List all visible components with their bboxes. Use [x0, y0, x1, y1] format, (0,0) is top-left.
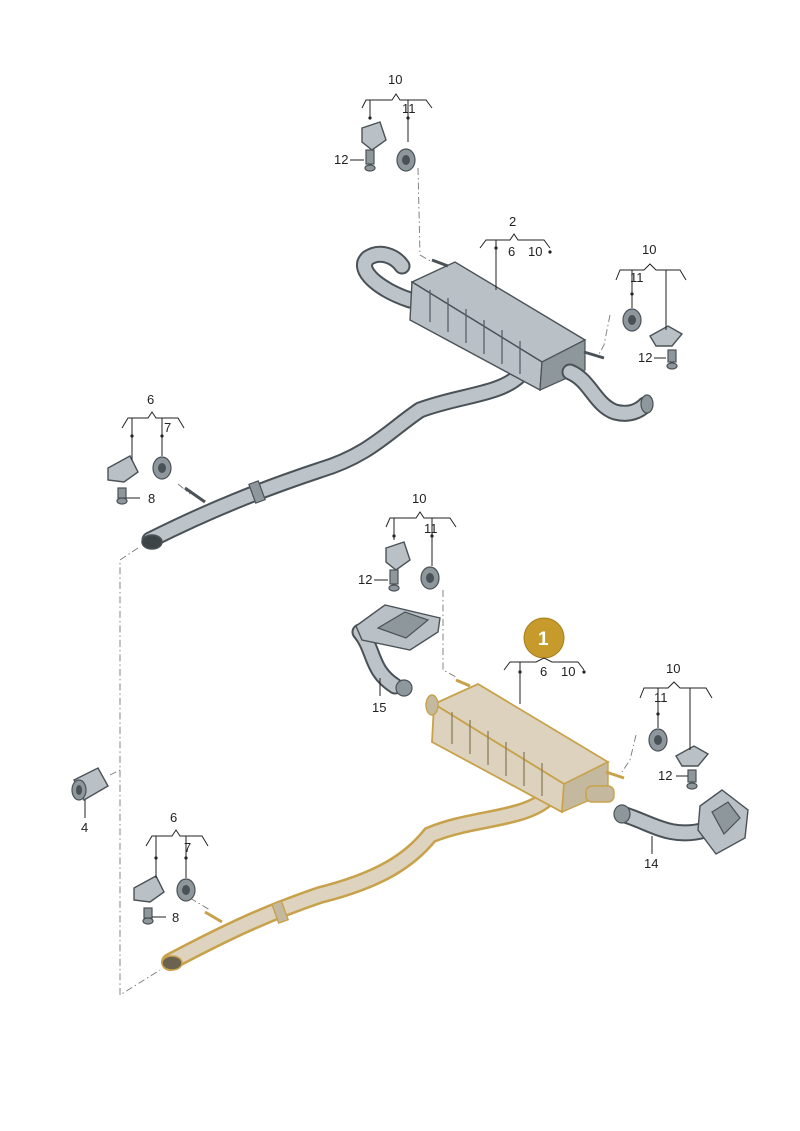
- bolt-icon: [667, 349, 677, 363]
- callout-label: 12: [334, 152, 348, 167]
- callout-bottom-muffler: 1 6 10: [503, 617, 586, 704]
- top-pipe-inlet: [141, 534, 163, 550]
- callout-label: 7: [184, 840, 191, 855]
- bottom-exhaust-assembly: [161, 678, 625, 971]
- callout-label: 8: [172, 910, 179, 925]
- callout-bottom-front-mount: 6 7 8: [145, 810, 209, 925]
- bolt-icon: [687, 769, 697, 783]
- callout-label: 2: [509, 214, 516, 229]
- dashed-guides: [109, 167, 637, 996]
- bottom-pipe-inlet: [161, 955, 183, 971]
- callout-label: 11: [630, 270, 644, 285]
- top-hanger-parts: [361, 121, 416, 172]
- bracket-icon: [675, 745, 710, 767]
- callout-label: 11: [654, 690, 668, 705]
- bolt-icon: [143, 907, 153, 919]
- bracket-icon: [133, 875, 165, 903]
- pipe-clamp-icon: [395, 679, 413, 697]
- pipe-clamp-icon: [613, 804, 631, 824]
- bracket-icon: [107, 455, 139, 483]
- bottom-right-hanger-parts: [648, 728, 710, 790]
- callout-top-front-mount: 6 7 8: [121, 392, 185, 506]
- bolt-icon: [117, 487, 127, 499]
- callout-label: 6: [508, 244, 515, 259]
- callout-label: 12: [638, 350, 652, 365]
- bottom-front-hanger-parts: [133, 875, 196, 925]
- callout-label: 6: [170, 810, 177, 825]
- bolt-icon: [365, 149, 375, 165]
- callout-label: 6: [540, 664, 547, 679]
- bottom-hanger-parts: [385, 541, 440, 592]
- top-exhaust-assembly: [141, 245, 654, 550]
- callout-right-tip: 14: [644, 836, 658, 871]
- callout-label: 11: [424, 521, 438, 536]
- bolt-icon: [389, 569, 399, 585]
- callout-left-tip: 15: [372, 678, 386, 715]
- top-right-hanger-parts: [622, 308, 684, 370]
- muffler-outlet-stub: [585, 785, 615, 803]
- bracket-icon: [385, 541, 411, 571]
- callout-label: 8: [148, 491, 155, 506]
- callout-label: 10: [528, 244, 542, 259]
- right-tailpipe-tip: [613, 789, 749, 855]
- bottom-muffler: [425, 678, 625, 814]
- callout-label: 10: [666, 661, 680, 676]
- callout-clamp: 4: [81, 800, 88, 835]
- callout-label: 10: [388, 72, 402, 87]
- top-muffler: [409, 258, 605, 392]
- callout-top-right-mount: 10 11 12: [615, 242, 687, 365]
- callout-label: 10: [412, 491, 426, 506]
- callout-label: 15: [372, 700, 386, 715]
- left-tailpipe-tip: [351, 604, 441, 697]
- top-front-hanger-parts: [107, 455, 172, 505]
- callout-label: 10: [561, 664, 575, 679]
- callout-label: 6: [147, 392, 154, 407]
- highlight-badge-label: 1: [538, 629, 549, 650]
- callout-top-clamp-group: 10 11 12: [334, 72, 433, 167]
- callout-label: 11: [402, 101, 416, 116]
- callout-label: 7: [164, 420, 171, 435]
- callout-bottom-right-mount: 10 11 12: [639, 661, 713, 783]
- callout-top-muffler: 2 6 10: [479, 214, 552, 290]
- top-pipe-sleeve: [248, 480, 266, 504]
- callout-label: 12: [658, 768, 672, 783]
- callout-bottom-clamp-group: 10 11 12: [358, 491, 457, 587]
- bottom-pipe-sleeve: [270, 899, 290, 925]
- callout-label: 10: [642, 242, 656, 257]
- exhaust-clamp: [71, 767, 109, 801]
- callout-label: 4: [81, 820, 88, 835]
- callout-label: 12: [358, 572, 372, 587]
- bracket-icon: [649, 325, 684, 347]
- callout-label: 14: [644, 856, 658, 871]
- bracket-icon: [361, 121, 387, 151]
